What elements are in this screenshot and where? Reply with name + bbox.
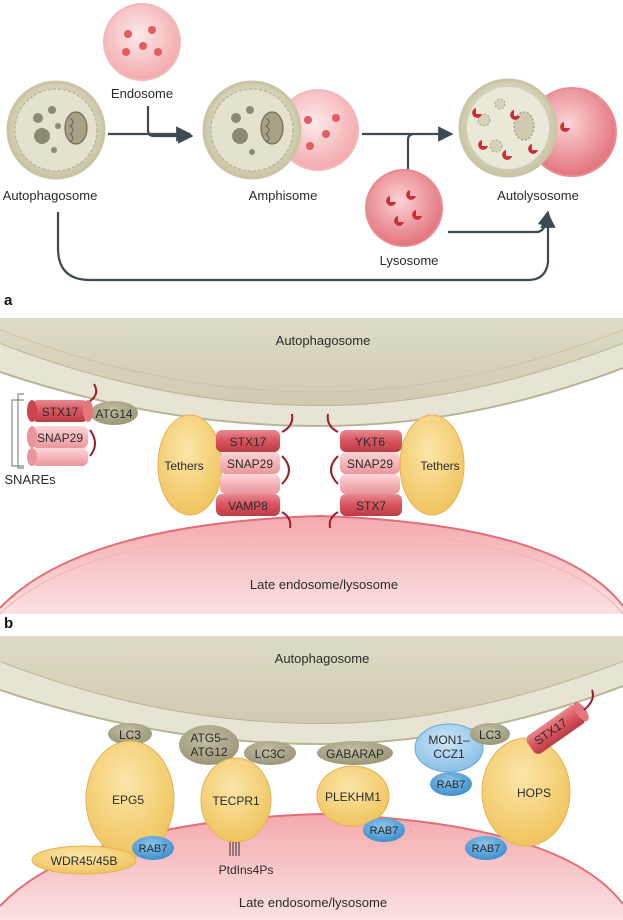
- snares-bracket: [17, 393, 24, 469]
- c2-snap29-label: SNAP29: [347, 457, 393, 471]
- panel-a: Autophagosome Late endosome/lysosome SNA…: [0, 318, 623, 615]
- c2-ykt6-label: YKT6: [355, 435, 385, 449]
- amphisome-label: Amphisome: [249, 188, 318, 203]
- lc3-2-protein: [470, 723, 510, 745]
- rab7-4-protein: [465, 836, 507, 860]
- tethers-left-label: Tethers: [164, 459, 203, 473]
- rab7-3-protein: [430, 772, 472, 796]
- snares-label: SNAREs: [4, 472, 56, 487]
- autolysosome-vesicle: [458, 78, 617, 178]
- panel-a-letter: a: [4, 292, 13, 309]
- rab7-1-label: RAB7: [139, 843, 168, 855]
- rab7-4-label: RAB7: [472, 843, 501, 855]
- c1-stx17-label: STX17: [230, 435, 267, 449]
- lysosome-arrow: [448, 210, 553, 234]
- atg14-protein: [90, 401, 138, 425]
- wdr45-protein: [31, 845, 137, 875]
- lc3c-label: LC3C: [255, 747, 286, 761]
- rab7-2-label: RAB7: [370, 825, 399, 837]
- rab7-3-label: RAB7: [437, 779, 466, 791]
- wdr45-label: WDR45/45B: [51, 854, 118, 868]
- lysosome-vesicle: [365, 169, 443, 247]
- endosome-vesicle: [103, 3, 181, 81]
- lysosome-up-arrow: [406, 132, 415, 172]
- mon1-ccz1-protein: [414, 723, 484, 773]
- atg5-line2: ATG12: [190, 745, 227, 759]
- atg5-atg12-protein: [179, 725, 239, 765]
- rab7-2-protein: [363, 818, 405, 842]
- lysosome-membrane: [0, 516, 623, 614]
- panel-b-letter: b: [4, 615, 13, 632]
- panel-b-autophagosome-membrane: [0, 636, 623, 724]
- hops-protein: [481, 737, 571, 847]
- epg5-label: EPG5: [112, 793, 144, 807]
- panel-b-late-endosome-label: Late endosome/lysosome: [239, 895, 387, 910]
- ptdins-marks: [229, 842, 240, 856]
- mon1-line1: MON1–: [428, 733, 470, 747]
- left-stx17-label: STX17: [42, 405, 79, 419]
- lc3-1-label: LC3: [119, 728, 141, 742]
- c1-snap29-label: SNAP29: [227, 457, 273, 471]
- complex1: [216, 413, 294, 529]
- rab7-1-protein: [132, 836, 174, 860]
- atg14-label: ATG14: [95, 407, 132, 421]
- tethers-right: [399, 414, 465, 516]
- panel-b: Autophagosome Late endosome/lysosome LC3…: [0, 636, 623, 920]
- plekhm1-label: PLEKHM1: [325, 790, 381, 804]
- autophagosome-label: Autophagosome: [3, 188, 98, 203]
- direct-fusion-arrow: [56, 212, 556, 282]
- atg5-line1: ATG5–: [190, 731, 227, 745]
- panel-a-autophagosome-label: Autophagosome: [276, 333, 371, 348]
- stx17-helix: [526, 702, 589, 754]
- lc3-1-protein: [108, 723, 152, 745]
- panel-a-late-endosome-label: Late endosome/lysosome: [250, 577, 398, 592]
- autophagosome-vesicle: [6, 80, 106, 180]
- endosome-label: Endosome: [111, 86, 173, 101]
- c1-vamp8-label: VAMP8: [228, 499, 268, 513]
- endosome-arrow: [146, 106, 194, 144]
- autophagosome-membrane: [0, 318, 623, 406]
- top-pathway: Endosome Autophagosome Amphisome: [3, 3, 617, 282]
- gabarap-protein: [317, 741, 393, 765]
- lc3c-protein: [244, 741, 296, 765]
- lysosome-label: Lysosome: [380, 253, 439, 268]
- tethers-right-label: Tethers: [420, 459, 459, 473]
- lc3-2-label: LC3: [479, 728, 501, 742]
- tecpr1-label: TECPR1: [212, 794, 260, 808]
- ptdins-label: PtdIns4Ps: [219, 863, 274, 877]
- plekhm1-protein: [316, 765, 390, 827]
- left-stx17-helix: [27, 400, 93, 422]
- mon1-line2: CCZ1: [433, 747, 465, 761]
- panel-b-autophagosome-label: Autophagosome: [275, 651, 370, 666]
- amphisome-vesicle: [202, 80, 359, 180]
- complex2: [326, 413, 402, 529]
- left-snap29-helix: [27, 426, 88, 466]
- autolysosome-label: Autolysosome: [497, 188, 579, 203]
- c2-stx7-label: STX7: [356, 499, 386, 513]
- gabarap-label: GABARAP: [326, 747, 384, 761]
- left-snap29-label: SNAP29: [37, 431, 83, 445]
- hops-label: HOPS: [517, 786, 551, 800]
